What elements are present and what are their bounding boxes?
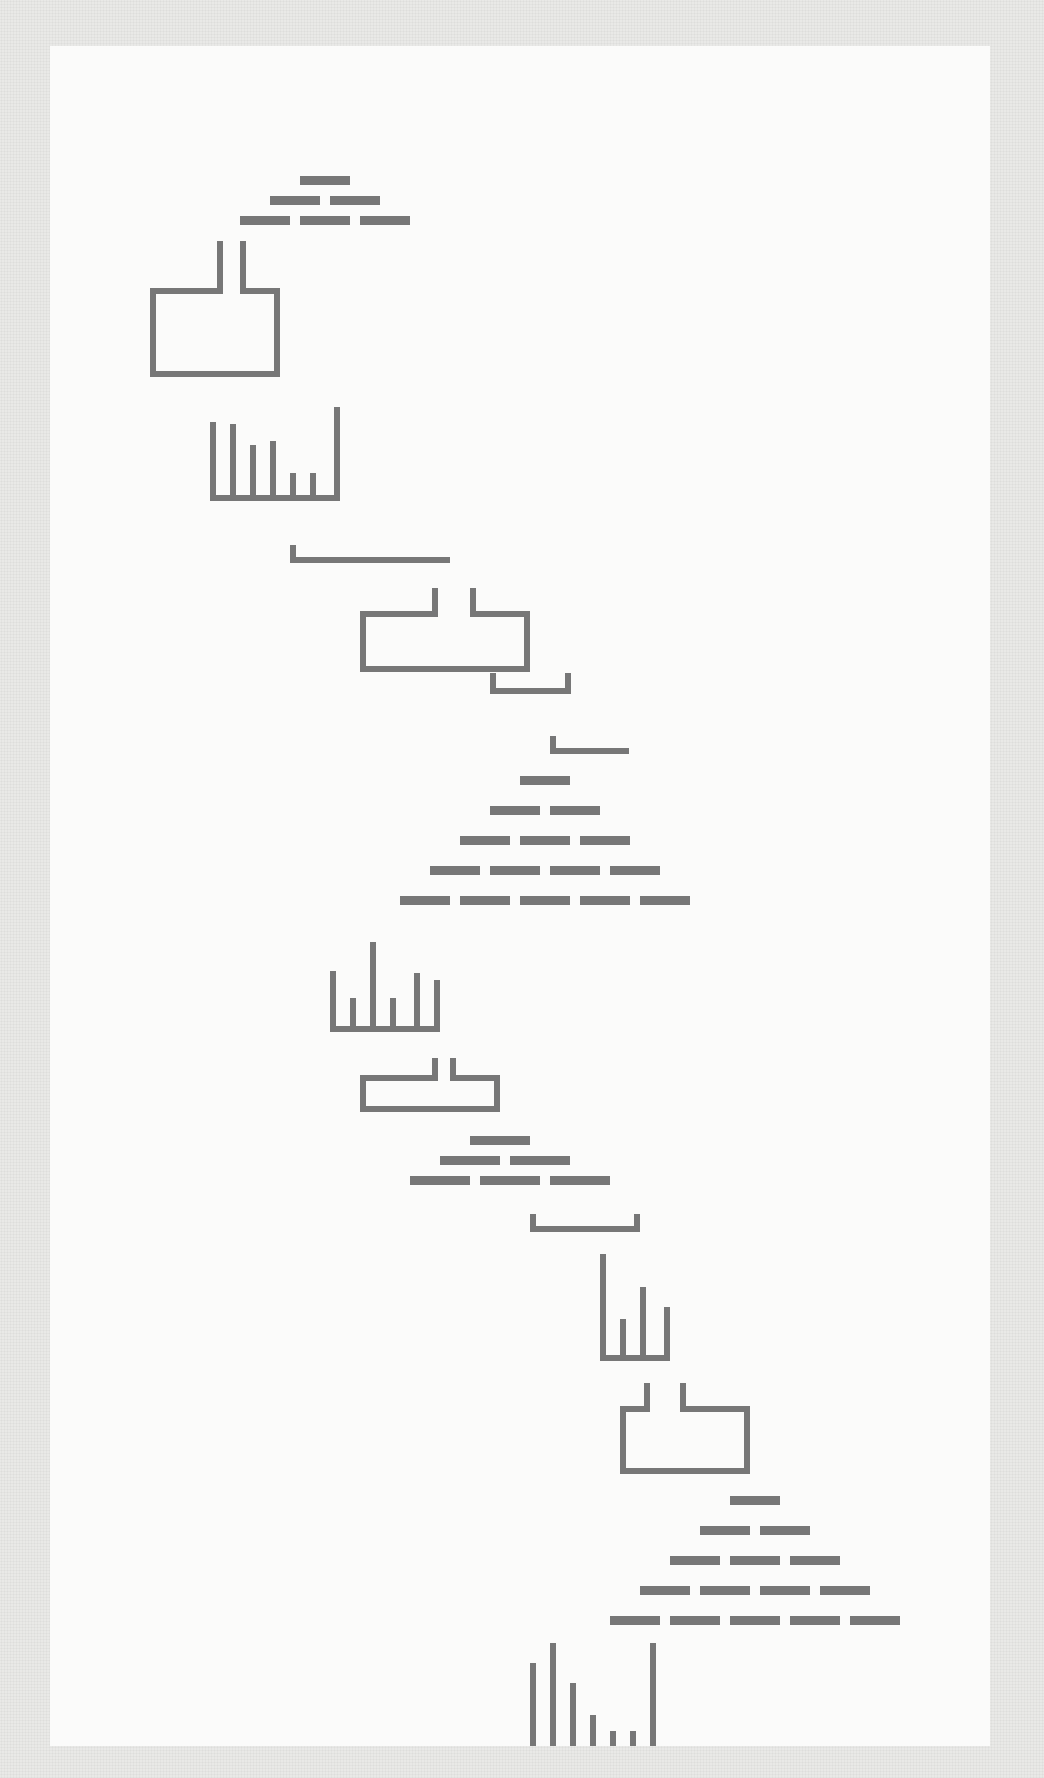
pyramid-glyph bbox=[410, 1136, 610, 1185]
histogram-glyph bbox=[210, 407, 340, 501]
histogram-glyph bbox=[530, 1643, 656, 1746]
bracket-glyph bbox=[530, 1214, 640, 1232]
container-glyph bbox=[620, 1383, 750, 1474]
pyramid-glyph bbox=[240, 176, 410, 225]
container-glyph bbox=[150, 241, 280, 377]
pyramid-glyph bbox=[400, 776, 690, 905]
histogram-glyph bbox=[330, 942, 440, 1032]
container-glyph bbox=[360, 588, 530, 672]
bracket-glyph bbox=[290, 545, 450, 563]
pyramid-glyph bbox=[610, 1496, 900, 1625]
histogram-glyph bbox=[600, 1254, 670, 1361]
glyph-drawing bbox=[150, 176, 900, 1746]
bracket-glyph bbox=[490, 673, 571, 694]
glyph-canvas bbox=[50, 46, 990, 1746]
bracket-glyph bbox=[550, 736, 629, 754]
container-glyph bbox=[360, 1058, 500, 1112]
